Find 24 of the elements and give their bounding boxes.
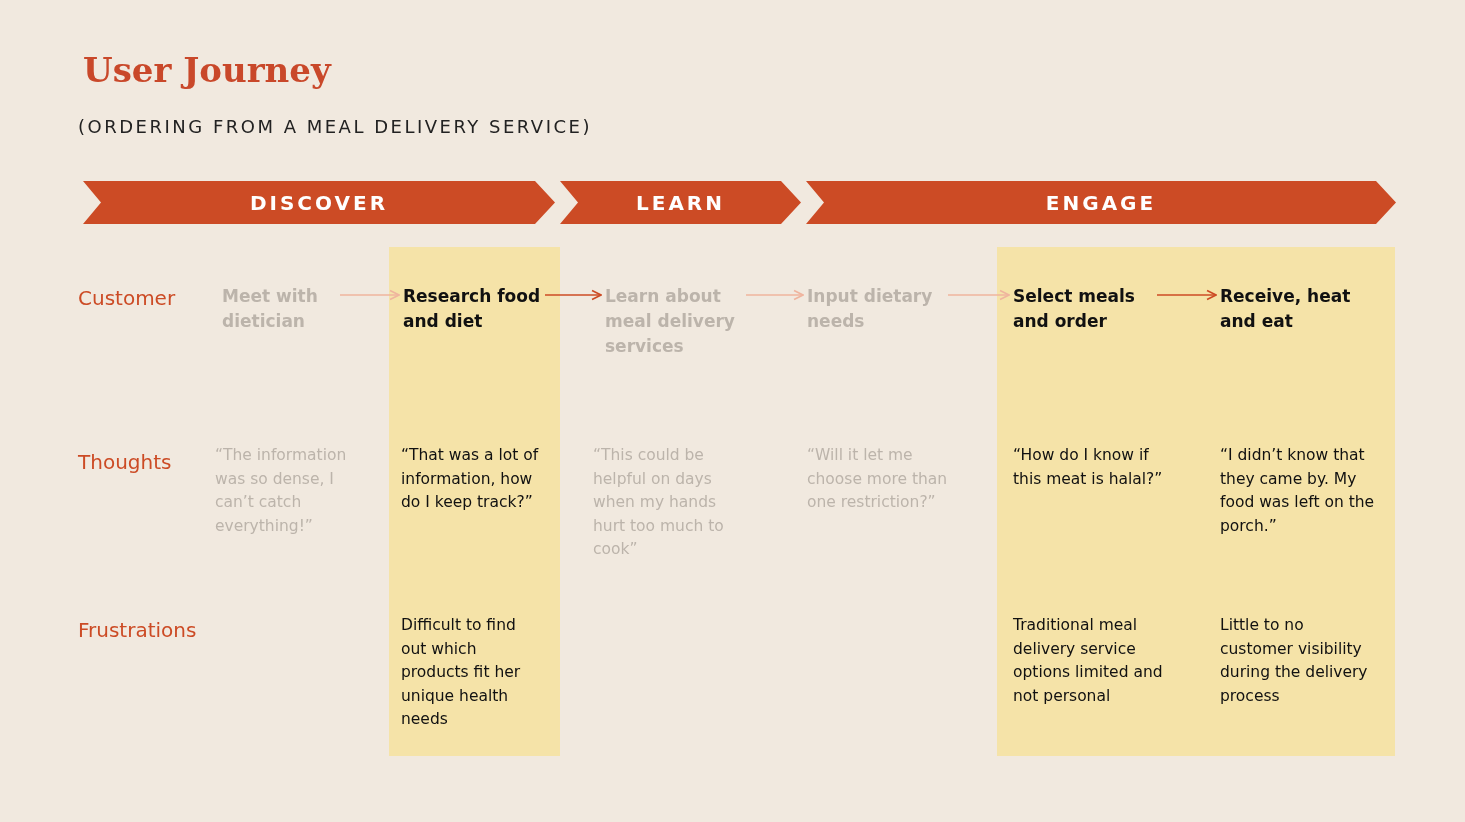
arrow [745, 289, 804, 301]
highlight-column [997, 247, 1395, 756]
row-header: Thoughts [78, 450, 172, 474]
phase-banner: ENGAGE [806, 181, 1396, 224]
phase-banner: LEARN [560, 181, 801, 224]
arrow [1156, 289, 1217, 301]
highlight-column [389, 247, 560, 756]
journey-step: Select meals and order [1013, 284, 1155, 334]
arrow [947, 289, 1010, 301]
journey-step: Receive, heat and eat [1220, 284, 1370, 334]
title: User Journey [83, 50, 331, 90]
frustration-text: Traditional meal delivery service options limited and not personal [1013, 614, 1173, 708]
subtitle: (ORDERING FROM A MEAL DELIVERY SERVICE) [78, 116, 592, 137]
phase-banner: DISCOVER [83, 181, 555, 224]
row-header: Customer [78, 286, 176, 310]
row-header: Frustrations [78, 618, 197, 642]
thought-quote: “That was a lot of information, how do I keep track?” [401, 444, 553, 515]
frustration-text: Difficult to find out which products fit her unique health needs [401, 614, 536, 732]
arrow [544, 289, 602, 301]
thought-quote: “How do I know if this meat is halal?” [1013, 444, 1178, 491]
journey-step: Research food and diet [403, 284, 543, 334]
arrow [339, 289, 400, 301]
frustration-text: Little to no customer visibility during the delivery process [1220, 614, 1380, 708]
thought-quote: “I didn’t know that they came by. My food was left on the porch.” [1220, 444, 1385, 538]
